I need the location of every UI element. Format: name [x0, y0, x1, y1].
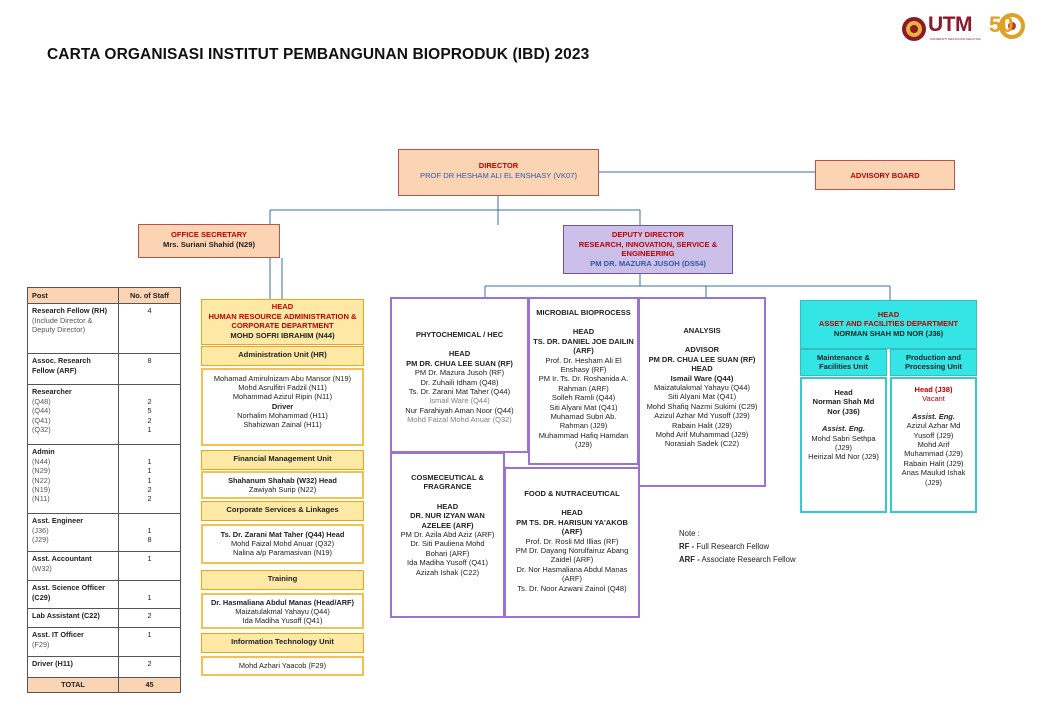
training-unit-members: Dr. Hasmaliana Abdul Manas (Head/ARF) Ma…: [201, 593, 364, 629]
deputy-role-1: DEPUTY DIRECTOR: [611, 230, 685, 239]
asset-head-box: HEAD ASSET AND FACILITIES DEPARTMENT NOR…: [800, 300, 977, 349]
note-label: Note :: [679, 529, 700, 538]
staff-table-header-count: No. of Staff: [118, 286, 181, 305]
director-name: PROF DR HESHAM ALI EL ENSHASY (VK07): [420, 170, 577, 180]
table-row: Assoc. Research Fellow (ARF) 8: [27, 353, 181, 386]
it-unit-header: Information Technology Unit: [201, 633, 364, 653]
phytochemical-box: PHYTOCHEMICAL / HEC HEAD PM DR. CHUA LEE…: [390, 297, 529, 453]
corporate-unit-members: Ts. Dr. Zarani Mat Taher (Q44) Head Mohd…: [201, 524, 364, 564]
utm-crest-icon: [902, 13, 1025, 41]
finance-unit-header: Financial Management Unit: [201, 450, 364, 470]
legend-note: Note : RF - Full Research Fellow ARF - A…: [679, 527, 829, 566]
anniversary-mark: 50: [989, 12, 1014, 37]
secretary-box: OFFICE SECRETARY Mrs. Suriani Shahid (N2…: [138, 224, 280, 258]
table-total-row: TOTAL 45: [27, 677, 181, 693]
table-row: Lab Assistant (C22) 2: [27, 608, 181, 629]
note-arf: ARF - Associate Research Fellow: [679, 555, 796, 564]
maintenance-unit-header: Maintenance & Facilities Unit: [800, 349, 887, 376]
finance-unit-members: Shahanum Shahab (W32) Head Zawiyah Surip…: [201, 471, 364, 499]
staff-table-header-post: Post: [27, 286, 119, 305]
director-box: DIRECTOR PROF DR HESHAM ALI EL ENSHASY (…: [398, 149, 599, 196]
table-row: Asst. Accountant (W32) 1: [27, 551, 181, 582]
deputy-role-3: ENGINEERING: [621, 249, 675, 259]
table-row: Researcher (Q48) (Q44) (Q41) (Q32) 2 5 2…: [27, 384, 181, 446]
total-label: TOTAL: [27, 677, 119, 693]
table-row: Asst. IT Officer (F29) 1: [27, 627, 181, 658]
analysis-box: ANALYSIS ADVISOR PM DR. CHUA LEE SUAN (R…: [638, 297, 766, 487]
advisory-board-box: ADVISORY BOARD: [815, 160, 955, 190]
utm-logo: UTM UNIVERSITI TEKNOLOGI MALAYSIA 50: [900, 10, 1030, 48]
table-row: Driver (H11) 2: [27, 656, 181, 679]
deputy-role-2: RESEARCH, INNOVATION, SERVICE &: [578, 239, 718, 249]
secretary-name: Mrs. Suriani Shahid (N29): [163, 239, 255, 249]
production-unit-header: Production and Processing Unit: [890, 349, 977, 376]
corporate-unit-header: Corporate Services & Linkages: [201, 501, 364, 521]
utm-subtitle: UNIVERSITI TEKNOLOGI MALAYSIA: [930, 37, 981, 41]
table-row: Asst. Engineer (J36) (J29) 1 8: [27, 513, 181, 553]
admin-unit-header: Administration Unit (HR): [201, 346, 364, 366]
page-title: CARTA ORGANISASI INSTITUT PEMBANGUNAN BI…: [47, 46, 590, 63]
cosmeceutical-box: COSMECEUTICAL & FRAGRANCE HEAD DR. NUR I…: [390, 452, 505, 618]
total-value: 45: [118, 677, 181, 693]
secretary-role: OFFICE SECRETARY: [171, 230, 247, 239]
maintenance-unit-members: Head Norman Shah Md Nor (J36) Assist. En…: [800, 377, 887, 513]
table-row: Research Fellow (RH) (Include Director &…: [27, 303, 181, 355]
staff-table: Post No. of Staff Research Fellow (RH) (…: [27, 286, 181, 693]
admin-unit-members: Mohamad Amirulnizam Abu Mansor (N19) Moh…: [201, 368, 364, 446]
table-row: Asst. Science Officer (C29) 1: [27, 580, 181, 610]
microbial-bioprocess-box: MICROBIAL BIOPROCESS HEAD TS. DR. DANIEL…: [528, 297, 639, 465]
it-unit-members: Mohd Azhari Yaacob (F29): [201, 656, 364, 676]
director-role: DIRECTOR: [478, 161, 519, 170]
food-nutraceutical-box: FOOD & NUTRACEUTICAL HEAD PM TS. DR. HAR…: [504, 467, 640, 618]
note-rf: RF - Full Research Fellow: [679, 542, 770, 551]
hr-head-box: HEAD HUMAN RESOURCE ADMINISTRATION & COR…: [201, 299, 364, 345]
utm-wordmark: UTM: [928, 13, 973, 36]
deputy-director-box: DEPUTY DIRECTOR RESEARCH, INNOVATION, SE…: [563, 225, 733, 274]
production-unit-members: Head (J38) Vacant Assist. Eng. Azizul Az…: [890, 377, 977, 513]
table-row: Admin (N44) (N29) (N22) (N19) (N11) 1 1 …: [27, 444, 181, 515]
deputy-name: PM DR. MAZURA JUSOH (DS54): [590, 258, 706, 268]
advisory-board-label: ADVISORY BOARD: [850, 171, 920, 180]
training-unit-header: Training: [201, 570, 364, 590]
